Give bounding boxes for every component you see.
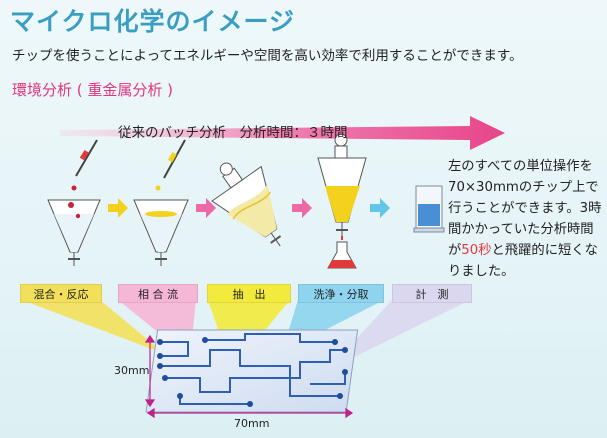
description-before: 左のすべての単位操作を70×30mmのチップ上で行うことができます。3時間かかっ…: [448, 159, 602, 258]
step-arrow-blue: [370, 198, 390, 218]
subtitle: チップを使うことによってエネルギーや空間を高い効率で利用することができます。: [12, 48, 523, 64]
description-after: と飛躍的に短くなりました。: [448, 243, 598, 279]
label-merge: 相 合 流: [118, 284, 198, 303]
page-title: マイクロ化学のイメージ: [10, 7, 296, 36]
microchip: [145, 329, 359, 413]
label-measure: 計 測: [392, 284, 472, 303]
label-wash-separate: 洗浄・分取: [298, 284, 384, 303]
dimension-height: 30mm: [114, 364, 150, 377]
section-heading: 環境分析 ( 重金属分析 ): [12, 81, 174, 99]
dimension-lines: [144, 334, 354, 419]
label-mix-react: 混合・反応: [20, 284, 102, 303]
step-arrow-yellow: [108, 198, 128, 218]
description-text: 左のすべての単位操作を70×30mmのチップ上で行うことができます。3時間かかっ…: [448, 156, 604, 282]
step-arrow-pink-2: [292, 198, 312, 218]
funnel-extraction-icon: [211, 162, 282, 247]
funnel-mixing-icon: [47, 139, 101, 266]
label-extract: 抽 出: [207, 284, 291, 303]
cuvette-measure-icon: [413, 185, 445, 233]
process-arrow: [60, 116, 505, 150]
step-arrow-pink: [196, 198, 216, 218]
funnel-merge-icon: [133, 139, 189, 266]
funnel-wash-separate-icon: [317, 133, 367, 269]
process-arrow-text: 従来のバッチ分析 分析時間：３時間: [118, 125, 348, 141]
description-highlight: 50秒: [461, 243, 492, 258]
microchip-channels: [160, 333, 346, 405]
dimension-width: 70mm: [234, 417, 270, 430]
microchip-ports: [157, 337, 348, 407]
